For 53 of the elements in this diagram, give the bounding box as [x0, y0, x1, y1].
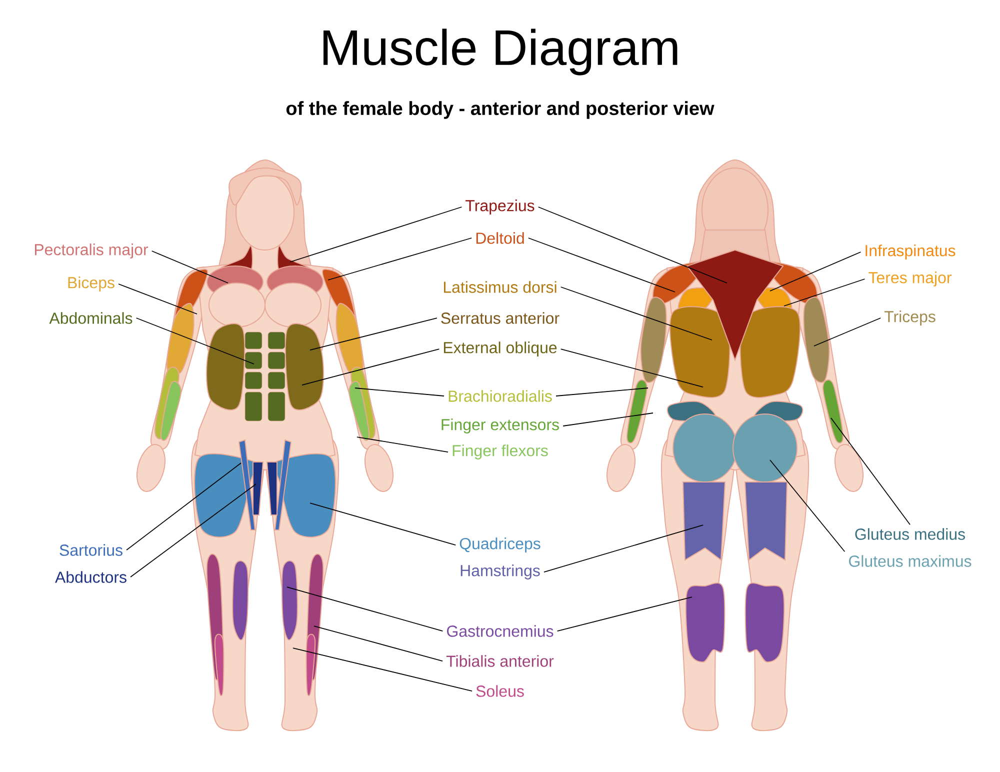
leader-line [770, 460, 846, 552]
leader-line [292, 648, 472, 692]
leader-line [310, 502, 456, 546]
muscle-label: Tibialis anterior [446, 655, 554, 667]
muscle-label: Finger extensors [442, 418, 559, 434]
leader-line [544, 524, 704, 572]
subtitle: of the female body - anterior and posterior view [286, 101, 714, 119]
leader-line [556, 388, 648, 396]
leader-line [126, 462, 242, 550]
leader-line [770, 252, 862, 292]
muscle-label: Quadriceps [460, 538, 540, 552]
muscle-label: Latissimus dorsi [444, 281, 556, 293]
muscle-label: Trapezius [466, 200, 534, 214]
title: Muscle Diagram [324, 28, 678, 76]
muscle-label: Biceps [68, 276, 114, 292]
leader-line [130, 484, 256, 578]
muscle-label: External oblique [444, 342, 557, 356]
muscle-label: Teres major [868, 272, 952, 286]
leader-line [556, 596, 692, 632]
leader-line [118, 284, 198, 314]
leader-line [784, 278, 866, 306]
muscle-label: Abductors [55, 571, 126, 583]
muscle-label: Triceps [884, 310, 936, 326]
leader-line [310, 318, 438, 350]
leader-line [314, 626, 443, 662]
leader-line [356, 436, 448, 452]
muscle-label: Hamstrings [460, 564, 540, 580]
muscle-label: Gluteus medius [855, 528, 965, 540]
leader-line [560, 348, 704, 388]
muscle-label: Pectoralis major [34, 244, 148, 258]
leader-line [151, 250, 228, 284]
muscle-label: Serratus anterior [441, 312, 560, 324]
muscle-label: Gluteus maximus [849, 555, 972, 567]
leader-line [136, 318, 254, 364]
leader-line [286, 586, 444, 632]
leader-line [562, 412, 654, 426]
muscle-label: Finger flexors [452, 444, 548, 460]
leader-line [328, 238, 472, 280]
muscle-label: Abdominals [49, 312, 132, 324]
muscle-label: Gastrocnemius [447, 625, 554, 637]
leader-line [528, 238, 676, 292]
muscle-label: Deltoid [476, 232, 524, 244]
leader-line [830, 418, 910, 526]
muscle-label: Brachioradialis [448, 390, 552, 402]
muscle-label: Sartorius [60, 544, 122, 556]
muscle-label: Soleus [476, 685, 524, 697]
leader-line [814, 318, 882, 346]
leader-line [560, 286, 712, 340]
leader-line [290, 206, 462, 262]
leader-line [354, 388, 444, 396]
leader-line [538, 206, 728, 284]
muscle-label: Infraspinatus [866, 244, 956, 260]
leader-line [302, 348, 440, 386]
